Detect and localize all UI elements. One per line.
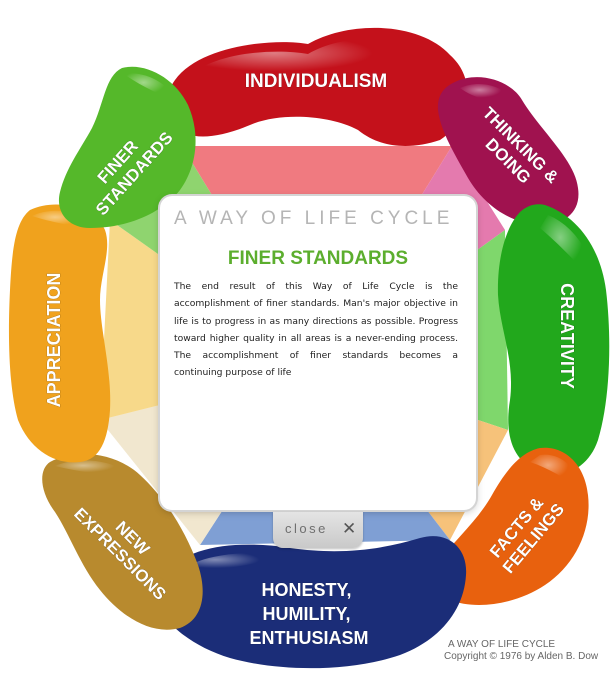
individualism-label: INDIVIDUALISM bbox=[245, 71, 388, 92]
honesty-line-3: ENTHUSIASM bbox=[249, 628, 368, 648]
honesty-label: HONESTY, HUMILITY, ENTHUSIASM bbox=[249, 580, 368, 648]
appreciation-label: APPRECIATION bbox=[44, 273, 64, 408]
thinking-doing-gloss bbox=[460, 83, 516, 104]
new-expressions-gloss bbox=[55, 460, 136, 478]
honesty-blob bbox=[157, 536, 467, 669]
segment-honesty[interactable]: HONESTY, HUMILITY, ENTHUSIASM bbox=[157, 536, 467, 669]
close-label: close bbox=[285, 521, 328, 536]
close-icon: ✕ bbox=[342, 519, 357, 539]
facts-feelings-gloss bbox=[530, 454, 582, 490]
footer: A WAY OF LIFE CYCLE Copyright © 1976 by … bbox=[444, 639, 598, 662]
segment-facts-feelings[interactable]: FACTS & FEELINGS bbox=[433, 447, 589, 605]
footer-copyright: Copyright © 1976 by Alden B. Dow bbox=[444, 651, 599, 662]
close-button[interactable]: close ✕ bbox=[273, 512, 363, 548]
honesty-gloss bbox=[175, 553, 290, 575]
segment-creativity[interactable]: CREATIVITY bbox=[497, 204, 610, 475]
creativity-label: CREATIVITY bbox=[557, 283, 577, 389]
creativity-gloss bbox=[540, 215, 598, 290]
thinking-doing-blob bbox=[437, 77, 579, 225]
panel-heading: FINER STANDARDS bbox=[227, 248, 409, 269]
honesty-line-2: HUMILITY, bbox=[262, 604, 350, 624]
new-expressions-blob bbox=[42, 453, 203, 630]
segment-appreciation[interactable]: APPRECIATION bbox=[8, 204, 111, 463]
segment-individualism[interactable]: INDIVIDUALISM bbox=[167, 27, 468, 146]
panel-title: A WAY OF LIFE CYCLE bbox=[174, 208, 454, 229]
panel-body-text: The end result of this Way of Life Cycle… bbox=[174, 281, 458, 379]
individualism-gloss bbox=[185, 38, 440, 87]
info-panel: A WAY OF LIFE CYCLE FINER STANDARDS The … bbox=[160, 196, 476, 510]
appreciation-blob bbox=[8, 204, 111, 463]
facts-feelings-blob bbox=[433, 447, 589, 605]
footer-title: A WAY OF LIFE CYCLE bbox=[448, 639, 556, 650]
creativity-blob bbox=[497, 204, 610, 475]
finer-standards-blob bbox=[58, 66, 196, 228]
finer-standards-gloss bbox=[124, 73, 180, 104]
segment-finer-standards[interactable]: FINER STANDARDS bbox=[58, 66, 196, 228]
honesty-line-1: HONESTY, bbox=[261, 580, 351, 600]
